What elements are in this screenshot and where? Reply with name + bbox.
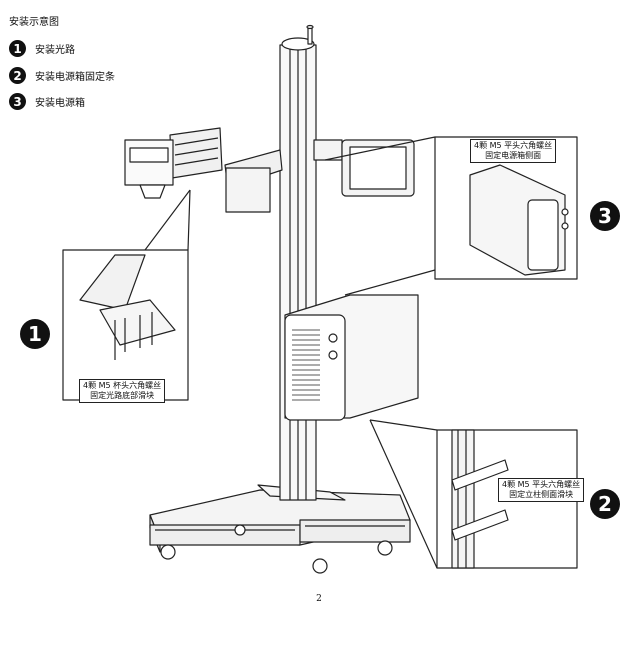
step-number-badge: 2 <box>9 67 26 84</box>
callout-line: 固定光路底部滑块 <box>90 391 155 400</box>
base-frame <box>149 484 411 574</box>
power-box <box>284 294 419 421</box>
step-number-badge: 1 <box>9 40 26 57</box>
page-title: 安装示意图 <box>9 17 59 28</box>
column <box>279 24 317 501</box>
step-1-marker: 1 <box>20 319 50 349</box>
step-label: 安装电源箱固定条 <box>35 72 115 83</box>
callout-step-1: 4颗 M5 杯头六角螺丝 固定光路底部滑块 <box>79 379 166 403</box>
inset-detail-2 <box>369 419 578 569</box>
callout-line: 4颗 M5 平头六角螺丝 <box>474 141 553 150</box>
step-number-badge: 3 <box>9 93 26 110</box>
inset-detail-3 <box>324 136 578 296</box>
step-1: 1 安装光路 <box>9 40 75 57</box>
step-3-marker: 3 <box>590 201 620 231</box>
step-label: 安装光路 <box>35 45 75 56</box>
step-3: 3 安装电源箱 <box>9 93 85 110</box>
step-2-marker: 2 <box>590 489 620 519</box>
callout-line: 固定电源箱侧面 <box>485 151 542 160</box>
step-2: 2 安装电源箱固定条 <box>9 67 115 84</box>
monitor <box>313 139 415 197</box>
callout-line: 固定立柱侧面滑块 <box>509 490 574 499</box>
callout-line: 4颗 M5 杯头六角螺丝 <box>83 381 162 390</box>
callout-line: 4颗 M5 平头六角螺丝 <box>502 480 581 489</box>
step-label: 安装电源箱 <box>35 98 85 109</box>
page-number: 2 <box>316 594 322 604</box>
callout-step-2: 4颗 M5 平头六角螺丝 固定立柱侧面滑块 <box>498 478 585 502</box>
laser-head <box>124 127 283 213</box>
inset-detail-1 <box>62 189 191 401</box>
callout-step-3: 4颗 M5 平头六角螺丝 固定电源箱侧面 <box>470 139 557 163</box>
